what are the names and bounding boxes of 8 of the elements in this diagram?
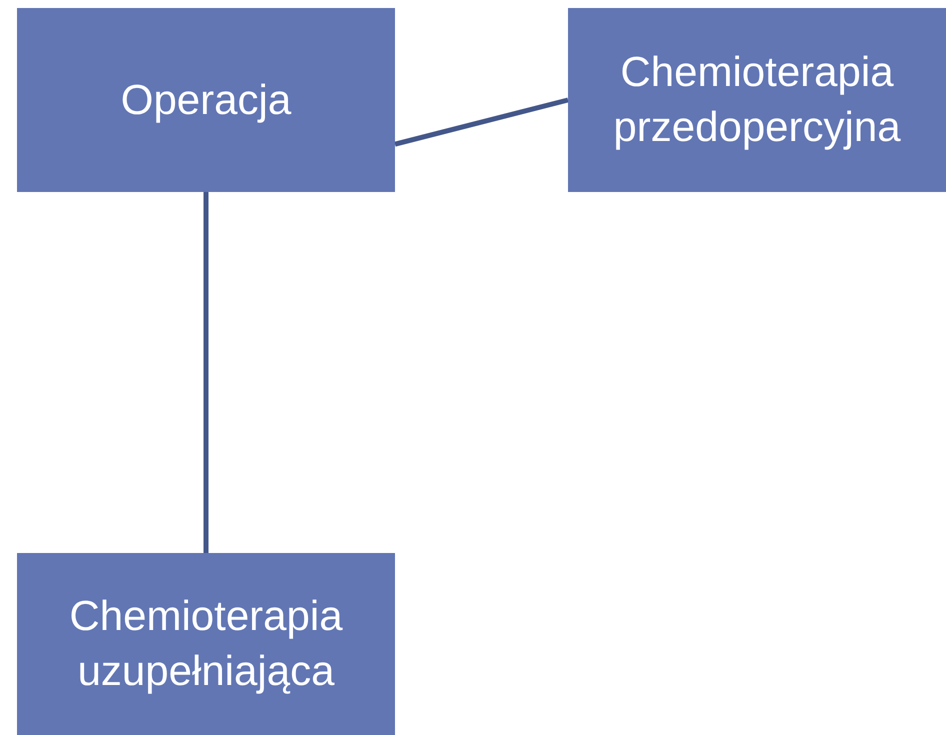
process-box [568, 8, 946, 192]
box-label: Operacja [120, 74, 292, 125]
process-box [17, 8, 395, 192]
box-label: Chemioterapia przedopercyjna [612, 47, 902, 152]
process-box [17, 553, 395, 735]
connector-line [204, 192, 208, 553]
connector-line [394, 98, 569, 147]
box-label: Chemioterapia uzupełniająca [68, 591, 344, 696]
